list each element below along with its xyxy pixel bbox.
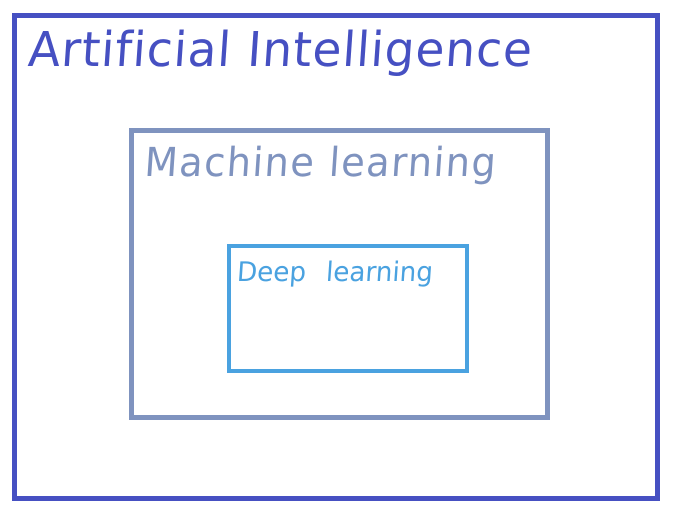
machine-learning-label: Machine learning xyxy=(143,140,499,186)
deep-learning-label: Deep learning xyxy=(236,257,434,288)
deep-learning-box xyxy=(227,244,469,373)
artificial-intelligence-label: Artificial Intelligence xyxy=(26,22,535,78)
machine-learning-box xyxy=(129,128,550,420)
artificial-intelligence-box xyxy=(12,13,660,501)
